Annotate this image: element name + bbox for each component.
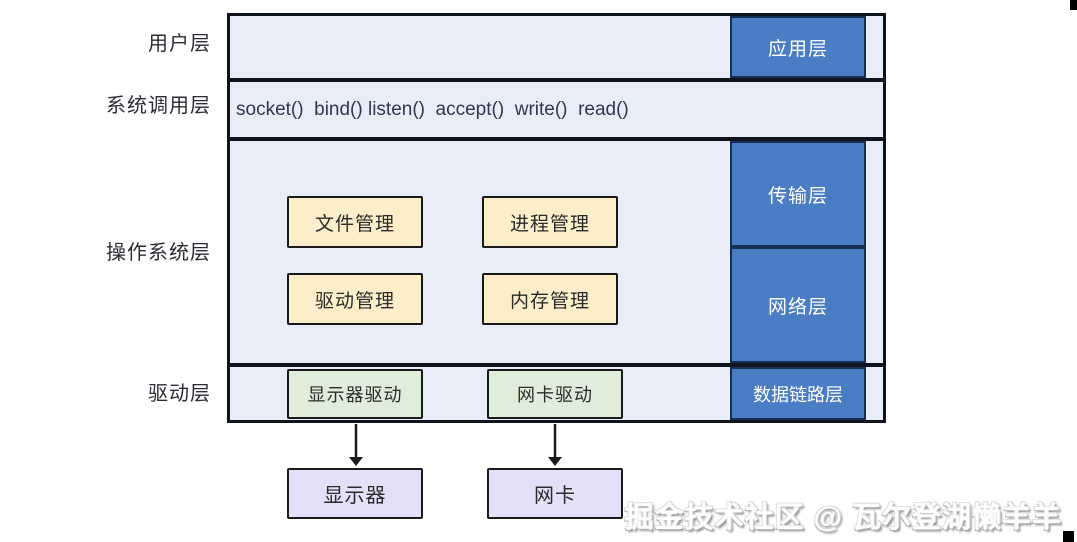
label-os-layer: 操作系统层 <box>106 242 211 264</box>
app-layer-box: 应用层 <box>730 16 866 78</box>
display-device-label: 显示器 <box>323 485 387 507</box>
arrow-nic-driver-to-nic <box>548 424 562 466</box>
memory-management-box: 内存管理 <box>482 273 618 325</box>
nic-driver-label: 网卡驱动 <box>517 385 593 405</box>
nic-device-label: 网卡 <box>534 485 576 507</box>
nic-driver-box: 网卡驱动 <box>487 369 623 419</box>
display-device-box: 显示器 <box>287 468 423 519</box>
datalink-layer-label: 数据链路层 <box>753 384 843 405</box>
arrow-display-driver-to-display <box>349 424 363 466</box>
label-syscall-layer: 系统调用层 <box>106 95 211 117</box>
syscall-functions-text: socket() bind() listen() accept() write(… <box>236 99 629 120</box>
label-driver-layer: 驱动层 <box>148 383 211 405</box>
network-layer-box: 网络层 <box>730 247 866 363</box>
app-layer-label: 应用层 <box>767 38 828 60</box>
file-management-box: 文件管理 <box>287 196 423 248</box>
datalink-layer-box: 数据链路层 <box>730 367 866 420</box>
row-os-layer: 文件管理 进程管理 驱动管理 内存管理 传输层 网络层 <box>230 137 883 363</box>
corner-artifact-bottom-right <box>1063 531 1074 542</box>
corner-artifact-top-right <box>1070 0 1077 10</box>
driver-management-box: 驱动管理 <box>287 273 423 325</box>
driver-management-label: 驱动管理 <box>314 290 395 312</box>
network-layer-label: 网络层 <box>767 296 828 318</box>
file-management-label: 文件管理 <box>314 213 395 235</box>
row-driver-layer: 显示器驱动 网卡驱动 数据链路层 <box>230 363 883 420</box>
memory-management-label: 内存管理 <box>509 290 590 312</box>
transport-layer-label: 传输层 <box>767 185 828 207</box>
label-user-layer: 用户层 <box>148 33 211 55</box>
display-driver-label: 显示器驱动 <box>307 385 403 405</box>
row-syscall-layer: socket() bind() listen() accept() write(… <box>230 78 883 137</box>
process-management-label: 进程管理 <box>509 213 590 235</box>
row-user-layer: 应用层 <box>230 16 883 78</box>
process-management-box: 进程管理 <box>482 196 618 248</box>
layers-stack-box: 应用层 socket() bind() listen() accept() wr… <box>227 13 886 423</box>
nic-device-box: 网卡 <box>487 468 623 519</box>
network-stack-column: 传输层 网络层 <box>730 141 866 363</box>
watermark-text: 掘金技术社区 @ 瓦尔登湖懒羊羊 <box>624 502 1062 534</box>
display-driver-box: 显示器驱动 <box>287 369 423 419</box>
transport-layer-box: 传输层 <box>730 141 866 247</box>
